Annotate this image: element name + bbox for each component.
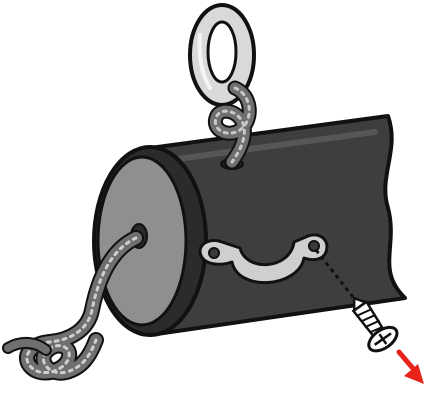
direction-arrow xyxy=(399,352,424,384)
end-cap xyxy=(94,147,206,335)
strap-hole-left xyxy=(209,248,219,258)
ring-inner xyxy=(208,22,236,82)
